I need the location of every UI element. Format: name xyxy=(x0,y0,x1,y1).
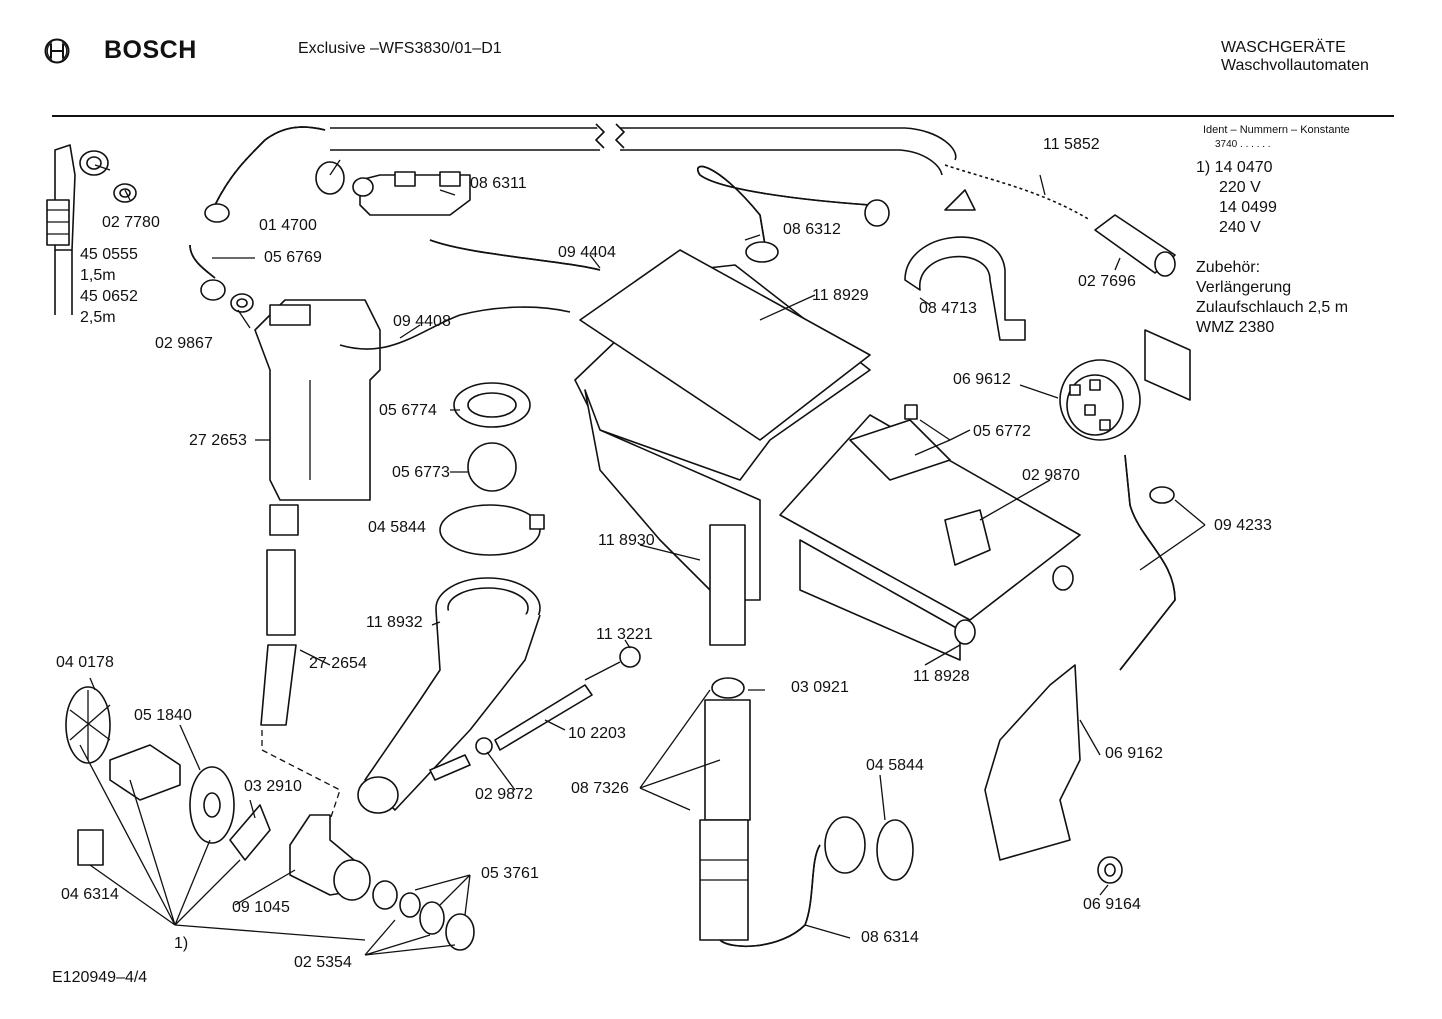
hose-end-part xyxy=(1094,214,1176,277)
part-label-094408: 09 4408 xyxy=(393,313,451,330)
drain-pipe-assembly-part xyxy=(699,677,751,941)
part-label-029870: 02 9870 xyxy=(1022,467,1080,484)
part-label-113221: 11 3221 xyxy=(596,626,653,643)
part-label-086311: 08 6311 xyxy=(470,175,527,192)
top-long-hose-part xyxy=(330,123,1091,221)
part-label-032910: 03 2910 xyxy=(244,778,302,795)
seal-ring-part xyxy=(453,382,531,428)
hose-clamp-part xyxy=(439,504,545,556)
pressure-switch-part xyxy=(1059,359,1141,441)
hose-nut-part xyxy=(79,150,137,203)
accessory-title: Zubehör: xyxy=(1196,259,1261,276)
part-label-056773: 05 6773 xyxy=(392,464,450,481)
detergent-drawer-housing-part xyxy=(574,249,871,646)
legend-line-3: 14 0499 xyxy=(1219,199,1277,216)
part-label-118928: 11 8928 xyxy=(913,668,970,685)
detergent-drawer-part xyxy=(779,414,1081,661)
part-label-056769: 05 6769 xyxy=(264,249,322,266)
part-label-272653: 27 2653 xyxy=(189,432,247,449)
pump-cover-part xyxy=(229,804,271,861)
hose-ring-part xyxy=(1149,486,1175,504)
hose-length-1: 1,5m xyxy=(80,267,116,284)
part-label-094404: 09 4404 xyxy=(558,244,616,261)
bosch-logo-icon xyxy=(44,38,70,64)
drawing-id: E120949–4/4 xyxy=(52,969,148,986)
leader-lines xyxy=(79,159,1206,956)
part-label-056774: 05 6774 xyxy=(379,402,437,419)
ball-part xyxy=(467,442,517,492)
pump-gasket-parts xyxy=(372,880,475,951)
hose-clamp-2-part xyxy=(876,819,914,881)
footnote-marker: 1) xyxy=(174,935,189,952)
legend-line-2: 220 V xyxy=(1219,179,1261,196)
part-label-086314: 08 6314 xyxy=(861,929,919,946)
legend-line-4: 240 V xyxy=(1219,219,1261,236)
part-label-450652: 45 0652 xyxy=(80,288,138,305)
part-label-272654: 27 2654 xyxy=(309,655,367,672)
brand-name: BOSCH xyxy=(104,36,197,64)
part-label-025354: 02 5354 xyxy=(294,954,352,971)
part-label-029872: 02 9872 xyxy=(475,786,533,803)
corrugated-hose-part xyxy=(204,126,326,223)
part-label-027780: 02 7780 xyxy=(102,214,160,231)
elbow-hose-part xyxy=(189,244,254,313)
mounting-plate-part xyxy=(1144,329,1191,401)
accessory-line-2: Zulaufschlauch 2,5 m xyxy=(1196,299,1349,316)
part-label-102203: 10 2203 xyxy=(568,725,626,742)
part-label-045844-a: 04 5844 xyxy=(368,519,426,536)
part-label-056772: 05 6772 xyxy=(973,423,1031,440)
part-label-029867: 02 9867 xyxy=(155,335,213,352)
connector-hose-part xyxy=(697,165,890,263)
impeller-disc-part xyxy=(189,766,235,844)
part-label-030921: 03 0921 xyxy=(791,679,849,696)
model-title: Exclusive –WFS3830/01–D1 xyxy=(298,40,502,57)
ident-title: Ident – Nummern – Konstante xyxy=(1203,124,1350,136)
part-label-040178: 04 0178 xyxy=(56,654,114,671)
part-label-069612: 06 9612 xyxy=(953,371,1011,388)
part-label-014700: 01 4700 xyxy=(259,217,317,234)
fan-wheel-part xyxy=(65,686,111,764)
hose-bracket-part xyxy=(904,189,1026,341)
ident-value: 3740 . . . . . . xyxy=(1215,139,1271,150)
part-label-118930: 11 8930 xyxy=(598,532,655,549)
part-label-118929: 11 8929 xyxy=(812,287,869,304)
part-label-094233: 09 4233 xyxy=(1214,517,1272,534)
part-label-115852: 11 5852 xyxy=(1043,136,1100,153)
part-label-084713: 08 4713 xyxy=(919,300,977,317)
part-label-091045: 09 1045 xyxy=(232,899,290,916)
part-label-051840: 05 1840 xyxy=(134,707,192,724)
part-label-086312: 08 6312 xyxy=(783,221,841,238)
inlet-valve-part xyxy=(315,161,471,216)
air-trap-container-part xyxy=(254,299,381,536)
part-label-450555: 45 0555 xyxy=(80,246,138,263)
part-label-045844-b: 04 5844 xyxy=(866,757,924,774)
sump-bellows-part xyxy=(357,577,541,814)
grommet-part xyxy=(1097,856,1123,884)
part-label-027696: 02 7696 xyxy=(1078,273,1136,290)
part-label-069164: 06 9164 xyxy=(1083,896,1141,913)
drain-pump-part xyxy=(289,814,371,901)
clip-part xyxy=(77,829,104,866)
inlet-hose-part xyxy=(46,144,76,315)
drain-connector-hose-part xyxy=(260,549,341,821)
subcategory-title: Waschvollautomaten xyxy=(1221,57,1369,74)
small-hose-part xyxy=(339,306,571,350)
hose-length-2: 2,5m xyxy=(80,309,116,326)
drain-rod-part xyxy=(429,646,641,781)
header-divider xyxy=(52,115,1394,117)
accessory-line-1: Verlängerung xyxy=(1196,279,1292,296)
accessory-line-3: WMZ 2380 xyxy=(1196,319,1275,336)
part-label-069162: 06 9162 xyxy=(1105,745,1163,762)
part-label-118932: 11 8932 xyxy=(366,614,423,631)
part-label-087326: 08 7326 xyxy=(571,780,629,797)
category-title: WASCHGERÄTE xyxy=(1221,39,1346,56)
legend-line-1: 1) 14 0470 xyxy=(1196,159,1273,176)
part-label-046314: 04 6314 xyxy=(61,886,119,903)
small-screw-part xyxy=(904,404,918,420)
part-label-053761: 05 3761 xyxy=(481,865,539,882)
pump-motor-part xyxy=(109,744,181,801)
bracket-part xyxy=(984,664,1081,861)
